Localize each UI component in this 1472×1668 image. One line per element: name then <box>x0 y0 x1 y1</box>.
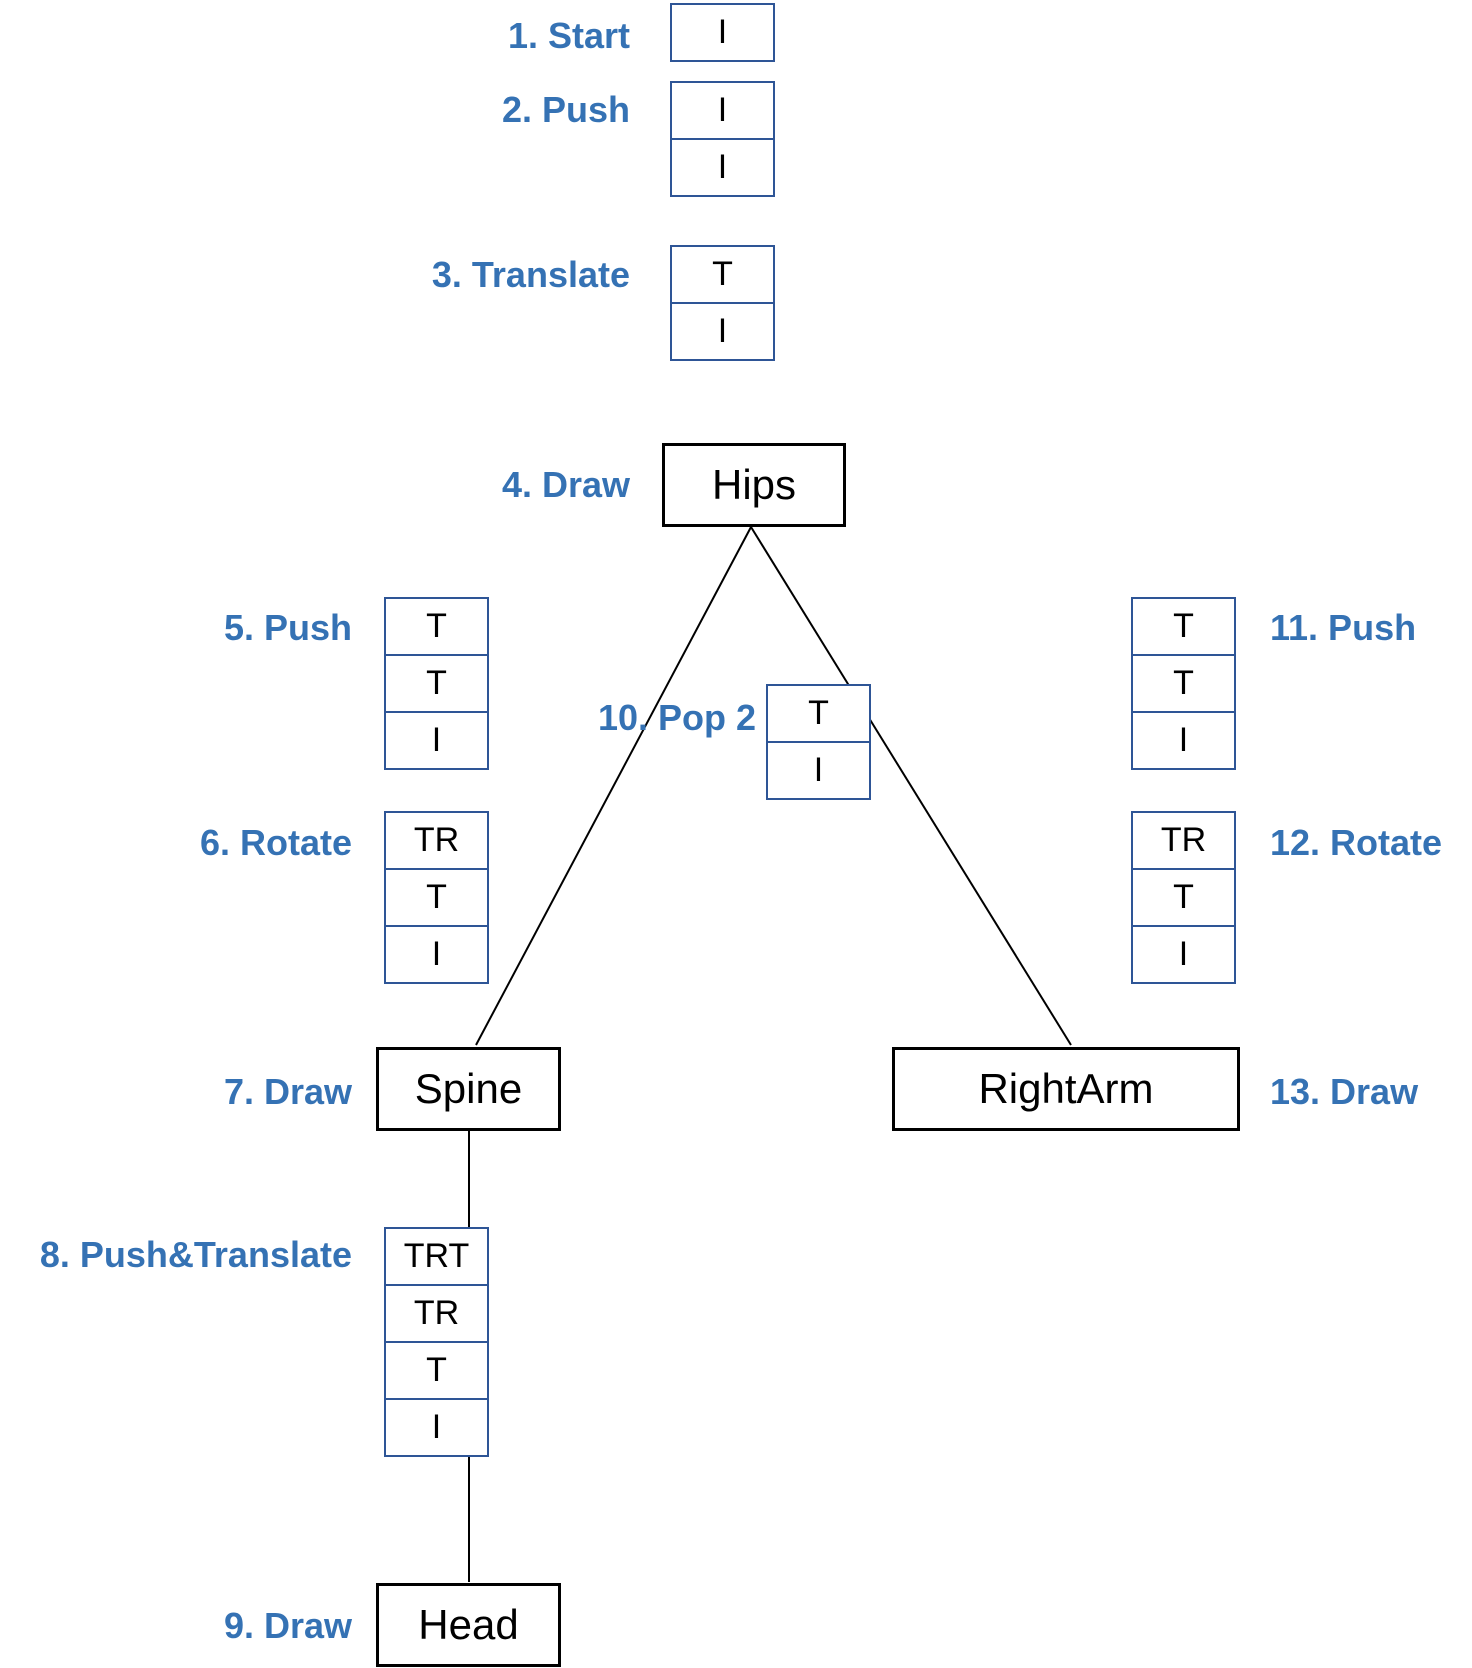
stack-cell: T <box>768 686 869 743</box>
node-hips: Hips <box>662 443 846 527</box>
node-spine: Spine <box>376 1047 561 1131</box>
stack-cell: I <box>717 312 728 350</box>
stack-cell: I <box>717 148 728 186</box>
matrix-stack-step-2: I I <box>670 81 775 197</box>
stack-cell: TRT <box>386 1229 487 1286</box>
matrix-stack-step-10: T I <box>766 684 871 800</box>
stack-cell: I <box>717 13 728 51</box>
node-head: Head <box>376 1583 561 1667</box>
matrix-stack-step-12: TR T I <box>1131 811 1236 984</box>
step-label-12: 12. Rotate <box>1270 822 1443 863</box>
matrix-stack-step-5: T T I <box>384 597 489 770</box>
stack-cell: TR <box>386 813 487 870</box>
stack-cell: T <box>672 247 773 304</box>
matrix-stack-step-3: T I <box>670 245 775 361</box>
stack-cell: T <box>386 599 487 656</box>
stack-cell: I <box>813 751 824 789</box>
stack-cell: I <box>1178 935 1189 973</box>
stack-cell: I <box>431 935 442 973</box>
stack-cell: I <box>672 83 773 140</box>
step-label-9: 9. Draw <box>223 1605 352 1646</box>
matrix-stack-step-11: T T I <box>1131 597 1236 770</box>
step-label-1: 1. Start <box>507 15 630 56</box>
matrix-stack-step-8: TRT TR T I <box>384 1227 489 1457</box>
stack-cell: TR <box>1133 813 1234 870</box>
stack-cell: I <box>431 1408 442 1446</box>
matrix-stack-step-1: I <box>670 3 775 62</box>
step-label-6: 6. Rotate <box>199 822 352 863</box>
step-label-4: 4. Draw <box>501 464 630 505</box>
matrix-stack-step-6: TR T I <box>384 811 489 984</box>
stack-cell: I <box>1178 721 1189 759</box>
stack-cell: T <box>386 656 487 713</box>
edge-hips-spine <box>475 526 752 1046</box>
step-label-3: 3. Translate <box>431 254 630 295</box>
stack-cell: T <box>1133 870 1234 927</box>
stack-cell: TR <box>386 1286 487 1343</box>
stack-cell: I <box>431 721 442 759</box>
step-label-13: 13. Draw <box>1270 1071 1419 1112</box>
step-label-8: 8. Push&Translate <box>39 1234 352 1275</box>
node-rightarm: RightArm <box>892 1047 1240 1131</box>
edge-hips-rightarm <box>750 526 1072 1046</box>
stack-cell: T <box>386 1343 487 1400</box>
step-label-7: 7. Draw <box>223 1071 352 1112</box>
step-label-11: 11. Push <box>1270 607 1417 648</box>
step-label-10: 10. Pop 2 <box>597 697 756 738</box>
step-label-2: 2. Push <box>501 89 630 130</box>
stack-cell: T <box>386 870 487 927</box>
step-label-5: 5. Push <box>223 607 352 648</box>
stack-cell: T <box>1133 599 1234 656</box>
stack-cell: T <box>1133 656 1234 713</box>
